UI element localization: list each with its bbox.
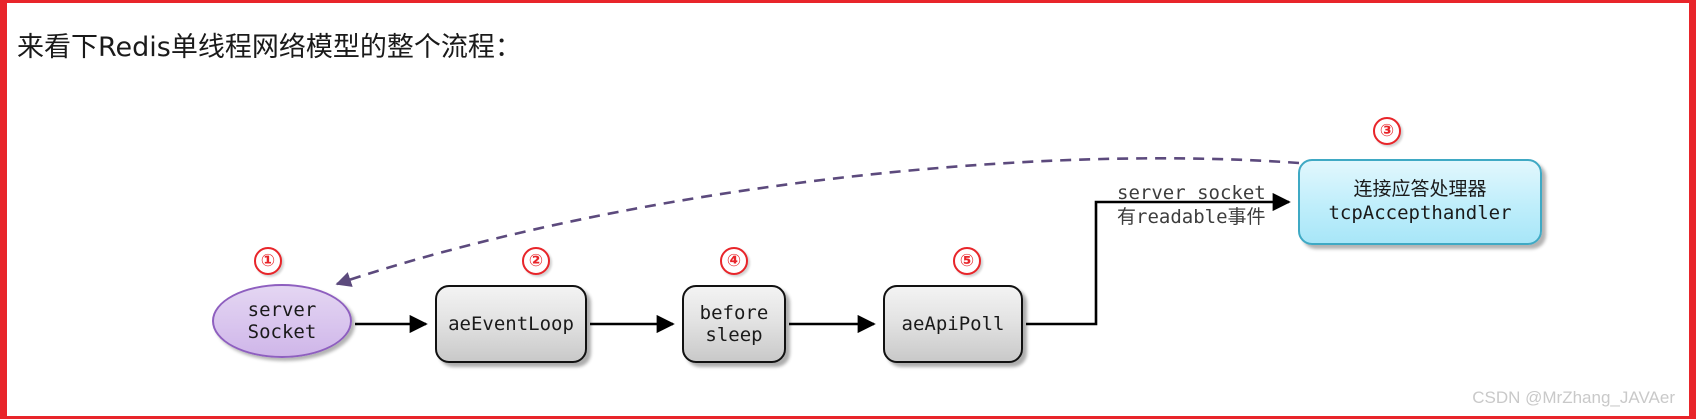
node-server-socket[interactable]: server Socket	[212, 284, 352, 358]
diagram-canvas: 来看下Redis单线程网络模型的整个流程：	[7, 3, 1689, 416]
edge-label-line-2: 有readable事件	[1117, 206, 1266, 229]
step-badge-4: ④	[720, 247, 748, 275]
step-badge-2: ②	[522, 247, 550, 275]
node-before-sleep[interactable]: before sleep	[682, 285, 786, 363]
step-badge-5: ⑤	[953, 247, 981, 275]
node-tcp-accept-handler-label-mono: tcpAccepthandler	[1328, 202, 1512, 224]
step-badge-1: ①	[254, 247, 282, 275]
node-tcp-accept-handler-label-cn: 连接应答处理器	[1353, 178, 1487, 201]
watermark: CSDN @MrZhang_JAVAer	[1472, 388, 1675, 407]
page-title: 来看下Redis单线程网络模型的整个流程：	[17, 32, 522, 63]
edge-label-server-socket-readable: server socket 有readable事件	[1117, 181, 1266, 230]
node-ae-api-poll[interactable]: aeApiPoll	[883, 285, 1023, 363]
node-tcp-accept-handler[interactable]: 连接应答处理器 tcpAccepthandler	[1298, 159, 1542, 245]
edge-label-line-1: server socket	[1117, 182, 1266, 204]
node-ae-event-loop[interactable]: aeEventLoop	[435, 285, 587, 363]
step-badge-3: ③	[1373, 117, 1401, 145]
